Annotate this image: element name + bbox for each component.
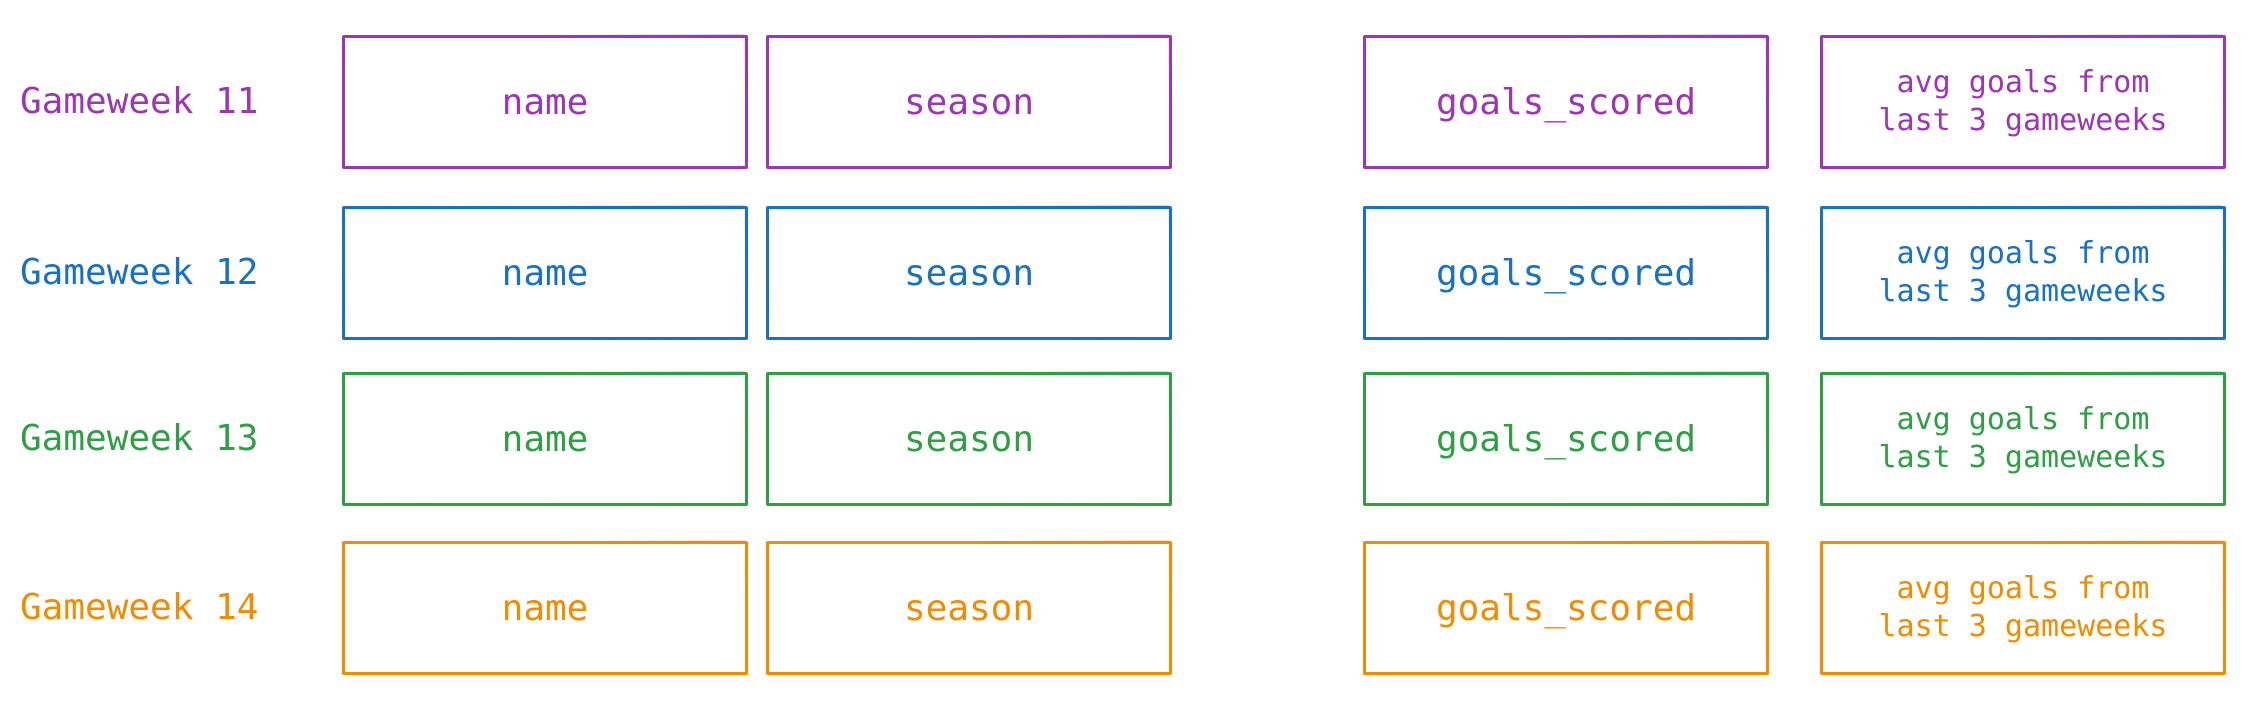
avg-goals-line-2: last 3 gameweeks (1878, 103, 2168, 138)
season-column-box: season (766, 372, 1172, 506)
gameweek-row: Gameweek 11 name season goals_scored avg… (0, 35, 2257, 169)
goals-scored-column-box: goals_scored (1363, 372, 1769, 506)
gameweek-label: Gameweek 12 (20, 252, 259, 293)
avg-goals-line-1: avg goals from (1896, 571, 2150, 606)
avg-goals-line-1: avg goals from (1896, 65, 2150, 100)
avg-goals-line-2: last 3 gameweeks (1878, 274, 2168, 309)
avg-goals-line-1: avg goals from (1896, 236, 2150, 271)
name-column-box: name (342, 206, 748, 340)
avg-goals-line-2: last 3 gameweeks (1878, 440, 2168, 475)
goals-scored-column-box: goals_scored (1363, 541, 1769, 675)
avg-goals-line-1: avg goals from (1896, 402, 2150, 437)
gameweek-row: Gameweek 13 name season goals_scored avg… (0, 372, 2257, 506)
avg-goals-line-2: last 3 gameweeks (1878, 609, 2168, 644)
gameweek-label: Gameweek 11 (20, 81, 259, 122)
season-column-box: season (766, 35, 1172, 169)
goals-scored-column-box: goals_scored (1363, 206, 1769, 340)
name-column-box: name (342, 372, 748, 506)
season-column-box: season (766, 206, 1172, 340)
goals-scored-column-box: goals_scored (1363, 35, 1769, 169)
gameweek-row: Gameweek 12 name season goals_scored avg… (0, 206, 2257, 340)
gameweek-row: Gameweek 14 name season goals_scored avg… (0, 541, 2257, 675)
name-column-box: name (342, 35, 748, 169)
gameweek-label: Gameweek 14 (20, 587, 259, 628)
name-column-box: name (342, 541, 748, 675)
gameweek-label: Gameweek 13 (20, 418, 259, 459)
season-column-box: season (766, 541, 1172, 675)
